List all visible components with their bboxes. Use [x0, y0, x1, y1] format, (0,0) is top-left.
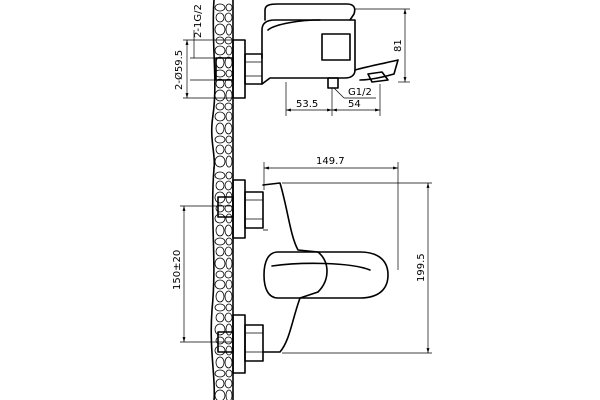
wall-stone: [225, 45, 233, 56]
height-top-label: 81: [393, 39, 404, 52]
wall-stone: [225, 171, 233, 180]
wall-stone: [214, 3, 226, 12]
wall-stone: [214, 257, 226, 270]
wall-stone-pattern: [214, 171, 233, 400]
wall-stone: [224, 290, 233, 303]
wall-stone: [215, 356, 225, 369]
wall-stone: [224, 56, 233, 69]
wall-stone-pattern: [214, 3, 233, 168]
spout-length-label: 54: [348, 99, 361, 110]
wall-stone: [225, 213, 233, 224]
wall-stone: [225, 155, 233, 168]
bottom-dimension-labels: 149.7 150±20 199.5: [172, 156, 427, 290]
wall-stone: [224, 312, 233, 323]
wall-stone: [215, 224, 225, 237]
wall-stone: [214, 45, 226, 56]
wall-stone: [214, 303, 226, 312]
wall-stone: [215, 102, 225, 111]
wall-stone: [224, 102, 233, 111]
wall-stone: [215, 78, 225, 89]
wall-stone: [224, 144, 233, 155]
wall-stone: [225, 237, 233, 246]
wall-stone: [225, 69, 233, 78]
wall-stone: [214, 213, 226, 224]
wall-stone: [215, 12, 225, 23]
wall-stone: [225, 257, 233, 270]
top-faucet-body: [215, 3, 399, 99]
wall-stone: [214, 369, 226, 378]
wall-stone: [224, 270, 233, 279]
wall-stone: [225, 323, 233, 336]
bottom-wall-section: [210, 167, 234, 400]
wall-stone: [225, 279, 233, 290]
wall-stone: [214, 389, 226, 400]
wall-stone: [224, 378, 233, 389]
top-dimension-labels: 2-1G/2 2-Ø59.5 81 53.5 54 G1/2: [173, 4, 404, 110]
top-wall-section: [210, 0, 234, 169]
wall-stone: [215, 246, 225, 257]
wall-stone: [215, 312, 225, 323]
wall-stone: [215, 290, 225, 303]
wall-stone: [224, 36, 233, 45]
wall-stone: [225, 135, 233, 144]
wall-stone: [225, 89, 233, 102]
wall-stone: [214, 89, 226, 102]
center-distance-label: 150±20: [172, 250, 183, 290]
wall-stone: [224, 78, 233, 89]
wall-stone: [215, 270, 225, 279]
wall-stone: [225, 369, 233, 378]
wall-stone: [224, 180, 233, 191]
wall-stone: [224, 336, 233, 345]
wall-stone: [215, 144, 225, 155]
wall-stone: [224, 122, 233, 135]
wall-stone: [225, 389, 233, 400]
wall-stone: [214, 171, 226, 180]
wall-stone: [224, 12, 233, 23]
outlet-thread-label: G1/2: [348, 87, 372, 98]
wall-stone: [224, 224, 233, 237]
bottom-faucet-body: [217, 179, 389, 374]
thread-label: 2-1G/2: [193, 4, 204, 38]
bottom-dimension-lines: [180, 162, 432, 354]
wall-stone: [214, 155, 226, 168]
wall-stone: [225, 3, 233, 12]
wall-stone: [214, 23, 226, 36]
wall-stone: [214, 345, 226, 356]
wall-stone: [215, 180, 225, 191]
wall-stone: [215, 36, 225, 45]
wall-stone: [214, 237, 226, 246]
offset-left-label: 53.5: [296, 99, 318, 110]
wall-stone: [225, 303, 233, 312]
wall-stone: [215, 378, 225, 389]
wall-stone: [214, 111, 226, 122]
total-height-label: 199.5: [416, 253, 427, 282]
wall-stone: [214, 323, 226, 336]
wall-stone: [224, 356, 233, 369]
wall-stone: [225, 23, 233, 36]
wall-stone: [214, 69, 226, 78]
body-width-label: 149.7: [316, 156, 345, 167]
wall-stone: [214, 135, 226, 144]
diameter-label: 2-Ø59.5: [173, 50, 185, 90]
wall-stone: [225, 111, 233, 122]
wall-stone: [224, 246, 233, 257]
wall-stone: [225, 345, 233, 356]
wall-stone: [215, 122, 225, 135]
top-dimension-lines: [183, 8, 410, 116]
wall-stone: [214, 279, 226, 290]
wall-stone: [224, 204, 233, 213]
